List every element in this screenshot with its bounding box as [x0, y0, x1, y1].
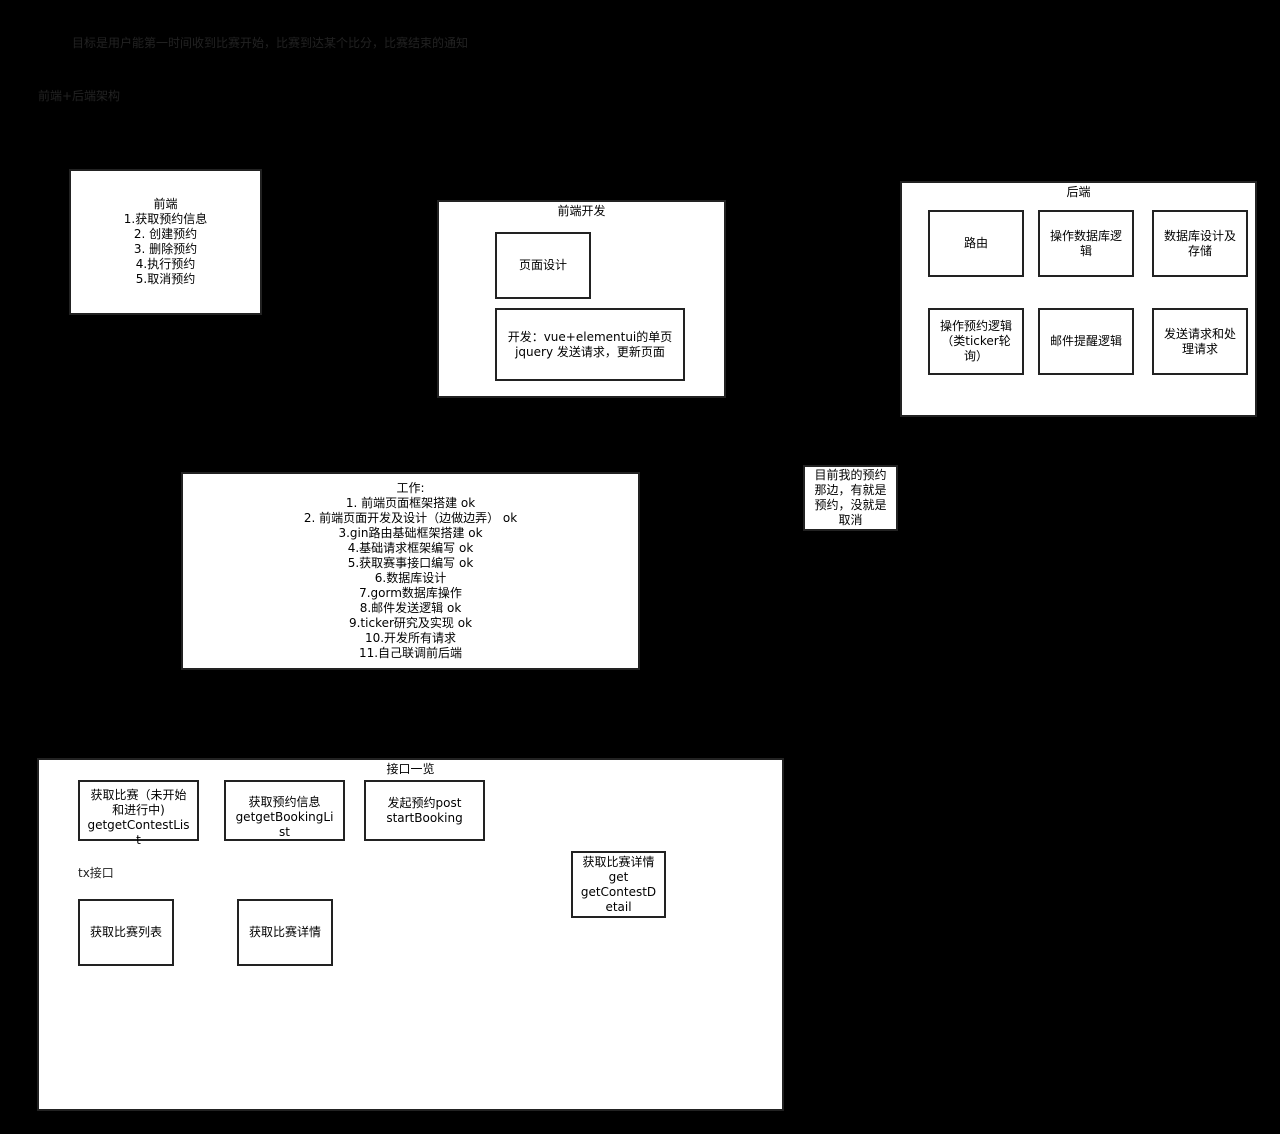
- booking-logic-label: 操作预约逻辑 （类ticker轮 询）: [939, 319, 1012, 363]
- db-logic-box[interactable]: 操作数据库逻 辑: [1038, 210, 1134, 277]
- get-booking-box[interactable]: 获取预约信息 getgetBookingLi st: [224, 780, 345, 841]
- db-design-label: 数据库设计及 存储: [1163, 228, 1236, 258]
- db-logic-label: 操作数据库逻 辑: [1049, 228, 1122, 258]
- frontend-tech-label: 开发：vue+elementui的单页 jquery 发送请求，更新页面: [507, 329, 673, 359]
- frontend-box-text: 前端 1.获取预约信息 2. 创建预约 3. 删除预约 4.执行预约 5.取消预…: [123, 197, 208, 286]
- frontend-tech-box[interactable]: 开发：vue+elementui的单页 jquery 发送请求，更新页面: [495, 308, 685, 381]
- tx-contest-list-box[interactable]: 获取比赛列表: [78, 899, 174, 966]
- get-booking-label: 获取预约信息 getgetBookingLi st: [235, 795, 334, 839]
- backend-title: 后端: [1066, 185, 1091, 199]
- get-contest-label: 获取比赛（未开始 和进行中) getgetContestLis t: [87, 787, 190, 847]
- tx-api-label: tx接口: [78, 866, 114, 880]
- tx-contest-detail-box[interactable]: 获取比赛详情: [237, 899, 333, 966]
- contest-detail-label: 获取比赛详情 get getContestD etail: [580, 854, 657, 914]
- work-box[interactable]: 工作: 1. 前端页面框架搭建 ok 2. 前端页面开发及设计（边做边弄） ok…: [181, 472, 640, 670]
- page-design-box[interactable]: 页面设计: [495, 232, 591, 299]
- mail-logic-box[interactable]: 邮件提醒逻辑: [1038, 308, 1134, 375]
- tx-contest-list-label: 获取比赛列表: [89, 925, 162, 939]
- booking-logic-box[interactable]: 操作预约逻辑 （类ticker轮 询）: [928, 308, 1024, 375]
- work-box-text: 工作: 1. 前端页面框架搭建 ok 2. 前端页面开发及设计（边做边弄） ok…: [303, 481, 518, 660]
- page-design-label: 页面设计: [518, 258, 567, 272]
- get-contest-box[interactable]: 获取比赛（未开始 和进行中) getgetContestLis t: [78, 780, 199, 847]
- contest-detail-box[interactable]: 获取比赛详情 get getContestD etail: [571, 851, 666, 918]
- frontend-box[interactable]: 前端 1.获取预约信息 2. 创建预约 3. 删除预约 4.执行预约 5.取消预…: [69, 169, 262, 315]
- frontend-dev-title: 前端开发: [557, 204, 606, 218]
- request-logic-box[interactable]: 发送请求和处 理请求: [1152, 308, 1248, 375]
- api-title: 接口一览: [386, 762, 435, 776]
- request-logic-label: 发送请求和处 理请求: [1163, 326, 1236, 356]
- tx-contest-detail-label: 获取比赛详情: [248, 925, 321, 939]
- start-booking-box[interactable]: 发起预约post startBooking: [364, 780, 485, 841]
- router-label: 路由: [963, 236, 988, 250]
- booking-note-text: 目前我的预约 那边，有就是 预约，没就是 取消: [814, 468, 887, 527]
- booking-note-box[interactable]: 目前我的预约 那边，有就是 预约，没就是 取消: [803, 465, 898, 531]
- goal-note: 目标是用户能第一时间收到比赛开始，比赛到达某个比分，比赛结束的通知: [72, 36, 469, 50]
- start-booking-label: 发起预约post startBooking: [386, 795, 463, 825]
- router-box[interactable]: 路由: [928, 210, 1024, 277]
- db-design-box[interactable]: 数据库设计及 存储: [1152, 210, 1248, 277]
- mail-logic-label: 邮件提醒逻辑: [1049, 334, 1122, 348]
- architecture-note: 前端+后端架构: [38, 89, 121, 103]
